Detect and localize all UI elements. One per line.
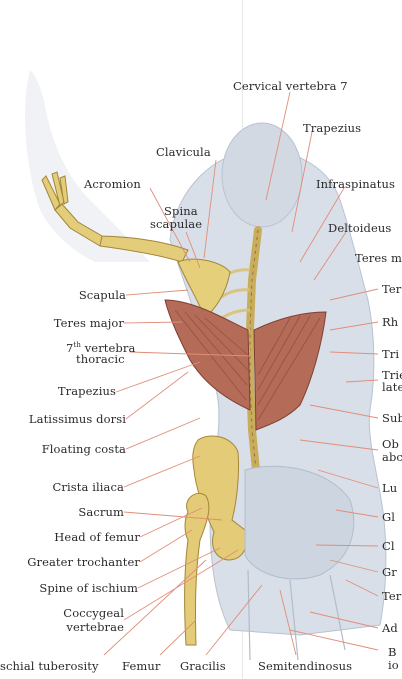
label-cervical-vertebra-7: Cervical vertebra 7 bbox=[233, 80, 348, 93]
label-scapula: Scapula bbox=[66, 289, 126, 302]
label-coccygeal: Coccygeal bbox=[30, 607, 124, 620]
label-right-rh: Rh bbox=[382, 316, 398, 329]
label-right-ad: Ad bbox=[382, 622, 398, 635]
label-floating-costa: Floating costa bbox=[20, 443, 126, 456]
label-right-abc: abc bbox=[382, 451, 402, 464]
label-spine-of-ischium: Spine of ischium bbox=[10, 582, 138, 595]
label-crista-iliaca: Crista iliaca bbox=[30, 481, 124, 494]
label-trapezius: Trapezius bbox=[40, 385, 116, 398]
label-right-gr: Gr bbox=[382, 566, 397, 579]
label-right-cl: Cl bbox=[382, 540, 395, 553]
label-vertebrae: vertebrae bbox=[30, 621, 124, 634]
label-ischial-tuberosity: schial tuberosity bbox=[0, 660, 99, 673]
label-deltoideus: Deltoideus bbox=[328, 222, 391, 235]
label-infraspinatus: Infraspinatus bbox=[316, 178, 395, 191]
label-greater-trochanter: Greater trochanter bbox=[0, 556, 140, 569]
label-right-ter: Ter bbox=[382, 283, 401, 296]
femur-bone bbox=[185, 493, 209, 645]
label-right-tri: Tri bbox=[382, 348, 399, 361]
label-femur: Femur bbox=[122, 660, 160, 673]
label-right-io: io bbox=[388, 659, 399, 672]
label-vertebra-thoracic-line2: thoracic bbox=[76, 353, 125, 366]
label-right-sub: Sub bbox=[382, 412, 402, 425]
label-scapulae: scapulae bbox=[150, 218, 202, 231]
label-right-ter2: Ter bbox=[382, 590, 401, 603]
label-head-of-femur: Head of femur bbox=[20, 531, 140, 544]
label-teres-minor-partial: Teres m bbox=[355, 252, 402, 265]
label-right-late: late bbox=[382, 381, 402, 394]
label-right-gl: Gl bbox=[382, 511, 395, 524]
label-acromion: Acromion bbox=[84, 178, 141, 191]
label-trapezius-top: Trapezius bbox=[303, 122, 361, 135]
label-clavicula: Clavicula bbox=[156, 146, 211, 159]
label-teres-major: Teres major bbox=[40, 317, 124, 330]
label-gracilis: Gracilis bbox=[180, 660, 226, 673]
label-latissimus-dorsi: Latissimus dorsi bbox=[10, 413, 126, 426]
head-skin bbox=[222, 123, 302, 227]
label-sacrum: Sacrum bbox=[50, 506, 124, 519]
label-right-lu: Lu bbox=[382, 482, 397, 495]
label-vertebra-sup: th bbox=[73, 341, 81, 349]
label-semitendinosus: Semitendinosus bbox=[258, 660, 352, 673]
